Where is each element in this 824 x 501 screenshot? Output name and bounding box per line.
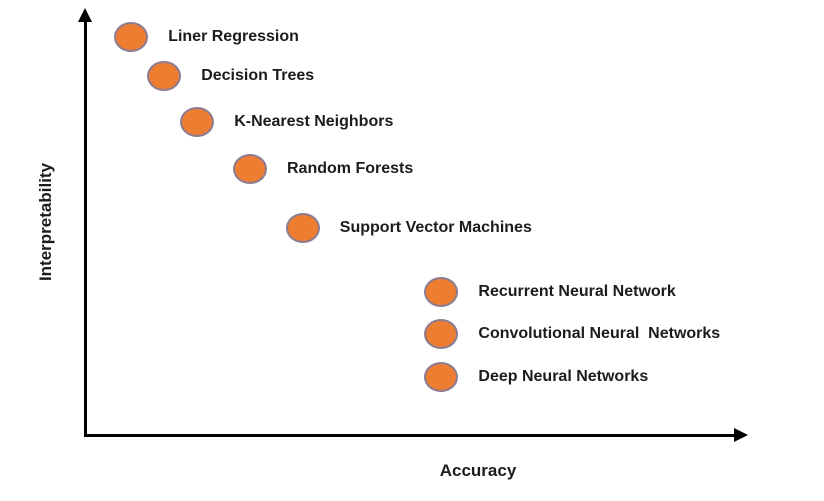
data-point-label: Convolutional Neural Networks [478, 325, 721, 343]
data-point-marker [233, 153, 267, 184]
data-point-marker [424, 276, 459, 307]
data-point-marker [285, 213, 320, 244]
x-axis-label: Accuracy [439, 461, 517, 480]
y-axis [84, 20, 87, 436]
data-point-label: Recurrent Neural Network [478, 282, 676, 300]
y-axis-label: Interpretability [36, 162, 55, 282]
data-point-marker [114, 22, 149, 53]
data-point-marker [180, 107, 215, 138]
data-point-label: Decision Trees [201, 66, 315, 84]
data-point-label: K-Nearest Neighbors [234, 113, 394, 131]
data-point-label: Random Forests [287, 159, 414, 177]
data-point-marker [424, 319, 459, 350]
data-point-marker [147, 60, 182, 91]
x-axis [84, 434, 740, 437]
data-point-label: Deep Neural Networks [478, 367, 649, 385]
data-point-label: Support Vector Machines [339, 219, 532, 237]
data-point-marker [424, 361, 459, 392]
data-point-label: Liner Regression [168, 28, 299, 46]
x-axis-arrow-icon [734, 428, 748, 442]
y-axis-arrow-icon [78, 8, 92, 22]
